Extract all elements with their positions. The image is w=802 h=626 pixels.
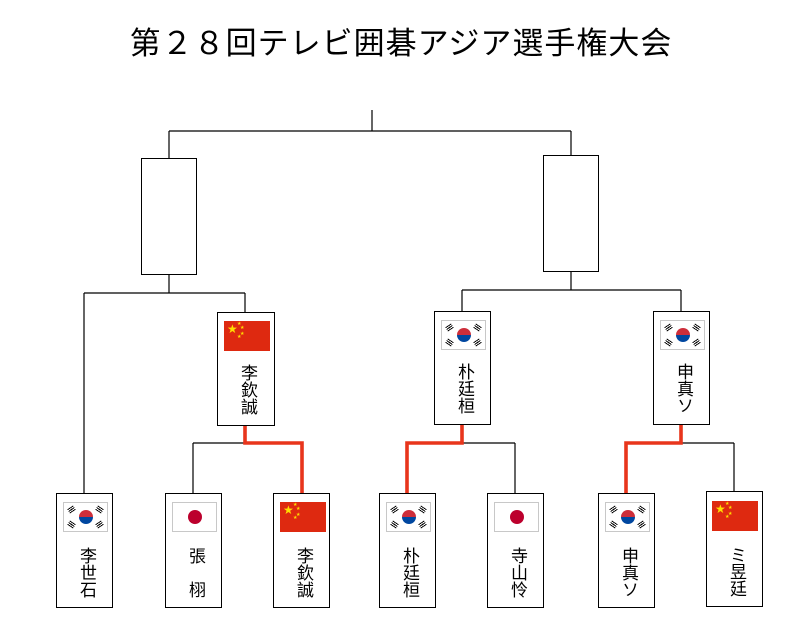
korea-flag-icon bbox=[660, 320, 705, 350]
star-icon: ★ bbox=[725, 501, 730, 507]
first-round-box: 李世石 bbox=[56, 493, 113, 608]
korea-flag-icon bbox=[63, 502, 108, 532]
star-icon: ★ bbox=[227, 322, 238, 336]
winner-path-shin-jinseo bbox=[624, 425, 683, 493]
korea-flag-icon bbox=[441, 320, 486, 350]
player-name: 李世石 bbox=[76, 546, 96, 598]
star-icon: ★ bbox=[283, 503, 294, 517]
semifinal-box: 朴廷桓 bbox=[434, 311, 491, 425]
star-icon: ★ bbox=[715, 502, 726, 516]
player-name: 李欽誠 bbox=[237, 363, 257, 415]
page-title: 第２８回テレビ囲碁アジア選手権大会 bbox=[129, 26, 673, 62]
star-icon: ★ bbox=[237, 334, 242, 340]
player-name: 張 栩 bbox=[185, 546, 205, 598]
star-icon: ★ bbox=[728, 505, 733, 511]
china-flag-icon: ★ ★ ★ ★ ★ bbox=[224, 321, 270, 351]
first-round-box: 申真ソ bbox=[598, 493, 655, 608]
star-icon: ★ bbox=[293, 515, 298, 521]
korea-flag-icon bbox=[605, 502, 650, 532]
star-icon: ★ bbox=[728, 511, 733, 517]
star-icon: ★ bbox=[293, 502, 298, 508]
star-icon: ★ bbox=[237, 321, 242, 327]
final-slot-left bbox=[141, 158, 197, 275]
player-name: 申真ソ bbox=[618, 546, 638, 598]
player-name: ミ昱廷 bbox=[726, 545, 746, 597]
japan-flag-icon bbox=[494, 502, 539, 532]
winner-path-park-junghwan bbox=[405, 425, 464, 493]
first-round-box: 張 栩 bbox=[165, 493, 222, 608]
first-round-box: ★ ★ ★ ★ ★ ミ昱廷 bbox=[706, 491, 763, 607]
star-icon: ★ bbox=[240, 325, 245, 331]
first-round-box: 朴廷桓 bbox=[379, 493, 436, 608]
player-name: 朴廷桓 bbox=[454, 362, 474, 414]
semifinal-box: 申真ソ bbox=[653, 311, 710, 425]
star-icon: ★ bbox=[725, 514, 730, 520]
player-name: 李欽誠 bbox=[293, 546, 313, 598]
player-name: 寺山怜 bbox=[507, 546, 527, 598]
korea-flag-icon bbox=[386, 502, 431, 532]
player-name: 申真ソ bbox=[673, 362, 693, 414]
semifinal-box: ★ ★ ★ ★ ★ 李欽誠 bbox=[217, 312, 275, 426]
star-icon: ★ bbox=[240, 331, 245, 337]
first-round-box: ★ ★ ★ ★ ★ 李欽誠 bbox=[273, 493, 330, 608]
final-slot-right bbox=[543, 155, 599, 272]
player-name: 朴廷桓 bbox=[399, 546, 419, 598]
star-icon: ★ bbox=[296, 512, 301, 518]
china-flag-icon: ★ ★ ★ ★ ★ bbox=[712, 501, 758, 531]
star-icon: ★ bbox=[296, 506, 301, 512]
first-round-box: 寺山怜 bbox=[487, 493, 544, 608]
china-flag-icon: ★ ★ ★ ★ ★ bbox=[280, 502, 326, 532]
winner-path-li-qincheng bbox=[243, 425, 304, 493]
japan-flag-icon bbox=[172, 502, 217, 532]
